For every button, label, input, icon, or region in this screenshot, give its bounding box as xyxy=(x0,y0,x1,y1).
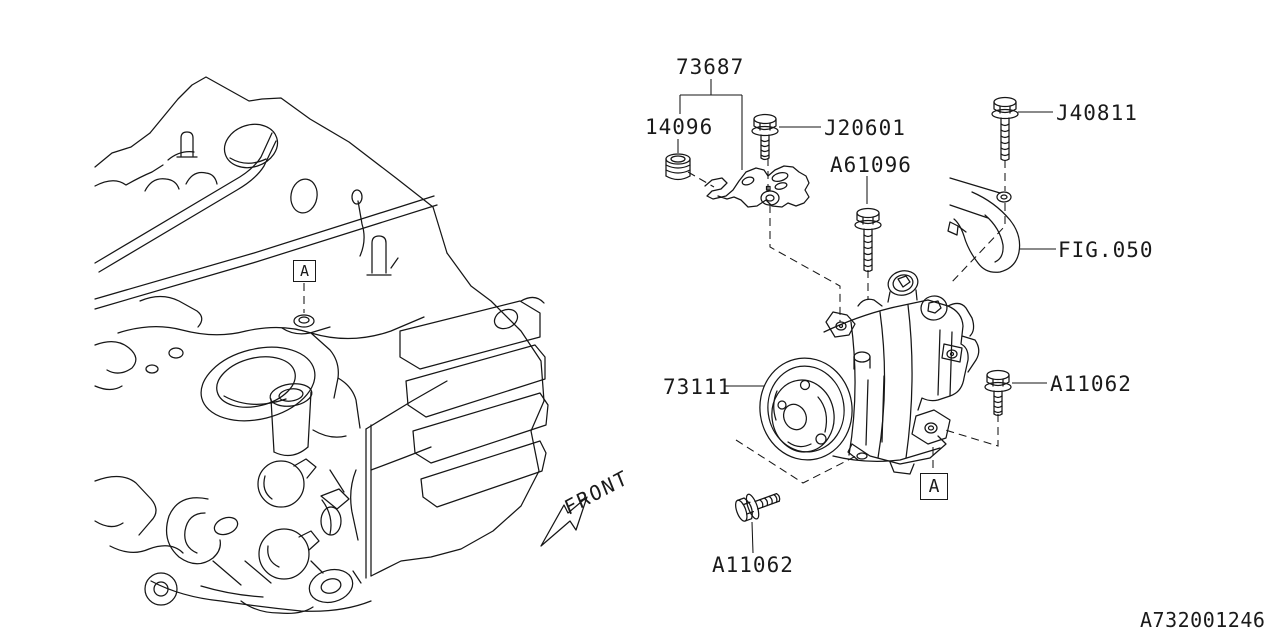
part-label-j20601: J20601 xyxy=(824,116,906,140)
part-label-j40811: J40811 xyxy=(1056,101,1138,125)
bolt-j20601 xyxy=(751,113,779,161)
bolt-a11062-right xyxy=(984,369,1012,417)
dashed-alignment-lines xyxy=(303,158,1006,484)
fig050-bracket-part xyxy=(947,177,1021,273)
diagram-number: A732001246 xyxy=(1140,608,1266,632)
grommet-14096-part xyxy=(665,153,691,181)
bolt-a61096 xyxy=(854,207,882,273)
bracket-73687-part xyxy=(704,165,810,208)
part-label-a61096: A61096 xyxy=(830,153,912,177)
detail-marker-compressor: A xyxy=(920,473,948,500)
part-label-73111: 73111 xyxy=(663,375,732,399)
figure-reference-label: FIG.050 xyxy=(1058,238,1154,262)
front-arrow-icon xyxy=(540,496,588,547)
part-label-73687: 73687 xyxy=(676,55,745,79)
bolt-j40811 xyxy=(991,96,1019,162)
detail-marker-letter: A xyxy=(928,476,940,497)
detail-marker-letter: A xyxy=(299,262,310,280)
compressor-73111-part xyxy=(759,270,980,475)
detail-marker-engine: A xyxy=(293,260,316,282)
engine-illustration xyxy=(94,76,549,614)
part-label-a11062-bottom: A11062 xyxy=(712,553,794,577)
bolt-a11062-bottom xyxy=(732,484,785,526)
part-label-a11062-right: A11062 xyxy=(1050,372,1132,396)
part-label-14096: 14096 xyxy=(645,115,714,139)
leader-lines xyxy=(677,79,1056,554)
